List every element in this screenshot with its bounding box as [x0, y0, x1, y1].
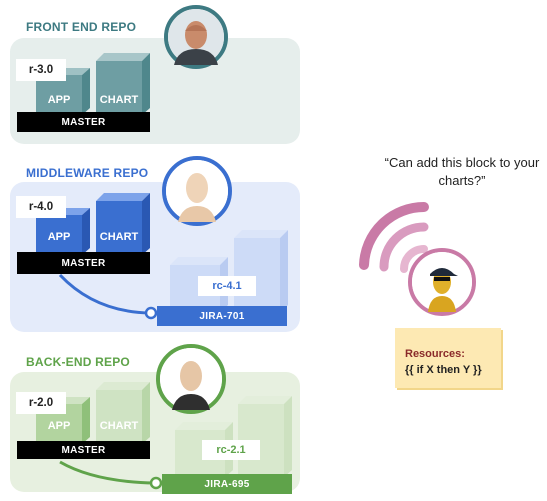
resources-title: Resources:	[405, 348, 465, 360]
middleware-chart-label: CHART	[99, 231, 139, 243]
person-icon	[168, 9, 224, 65]
back-end-title: BACK-END REPO	[26, 355, 130, 369]
resources-note: Resources: {{ if X then Y }}	[395, 328, 501, 388]
middleware-jira-bar: JIRA-701	[157, 306, 287, 326]
front-end-app-label: APP	[47, 94, 71, 106]
middleware-rc-tag: rc-4.1	[198, 276, 256, 296]
speaker-avatar	[408, 248, 476, 316]
middleware-title: MIDDLEWARE REPO	[26, 166, 149, 180]
back-end-app-label: APP	[47, 420, 71, 432]
middleware-avatar	[162, 156, 232, 226]
front-end-master-bar: MASTER	[17, 112, 150, 132]
back-end-tag: r-2.0	[16, 392, 66, 414]
back-end-jira-bar: JIRA-695	[162, 474, 292, 494]
middleware-master-bar: MASTER	[17, 252, 150, 274]
figure-with-cap-icon	[412, 252, 472, 312]
mannequin-icon	[166, 160, 228, 222]
resources-body: {{ if X then Y }}	[405, 364, 482, 376]
middleware-app-label: APP	[47, 231, 71, 243]
back-end-avatar	[156, 344, 226, 414]
back-end-blocks	[36, 382, 292, 490]
front-end-title: FRONT END REPO	[26, 20, 137, 34]
back-end-master-bar: MASTER	[17, 441, 150, 459]
front-end-avatar	[164, 5, 228, 69]
mannequin-icon	[160, 348, 222, 410]
signal-waves-icon	[359, 202, 429, 273]
speech-quote: “Can add this block to your charts?”	[384, 155, 540, 188]
front-end-tag: r-3.0	[16, 59, 66, 81]
back-end-chart-label: CHART	[99, 420, 139, 432]
middleware-tag: r-4.0	[16, 196, 66, 218]
back-end-rc-tag: rc-2.1	[202, 440, 260, 460]
front-end-chart-label: CHART	[99, 94, 139, 106]
